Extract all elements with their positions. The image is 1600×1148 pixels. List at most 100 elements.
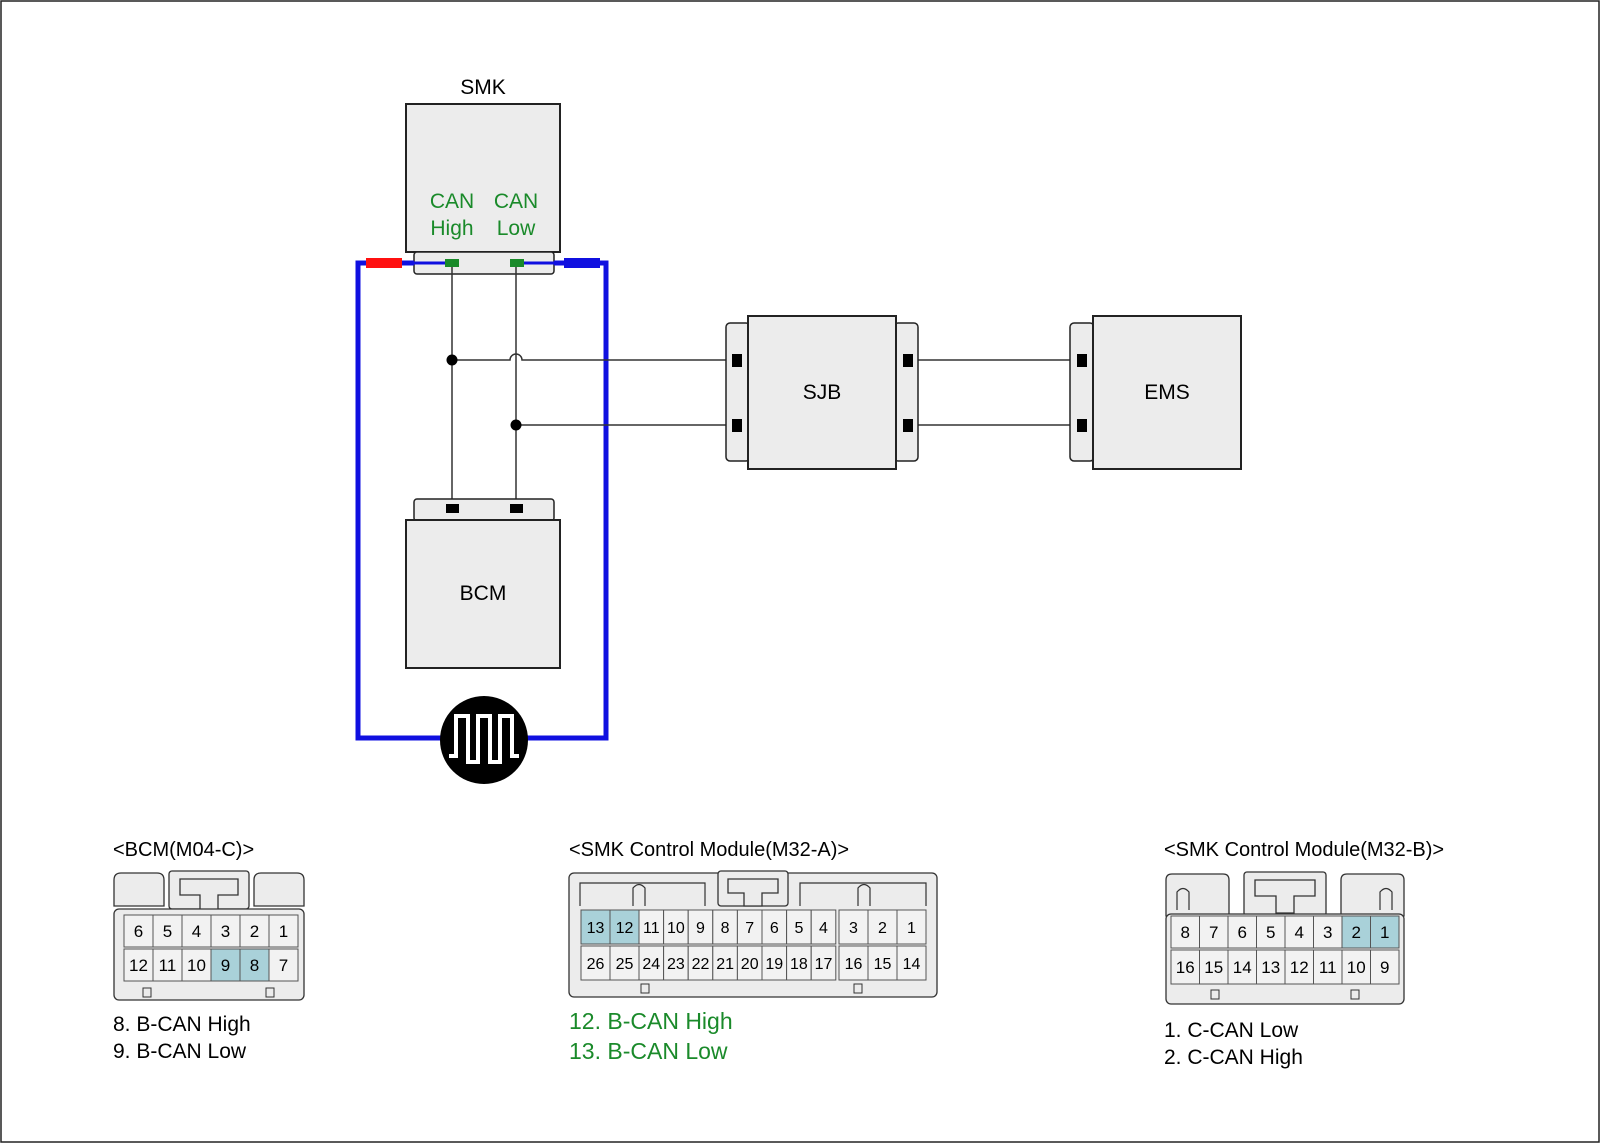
sjb-pin — [903, 354, 913, 367]
smk-a-pin-label: 17 — [815, 956, 833, 973]
smk-b-pin-label: 4 — [1295, 923, 1304, 942]
smk-a-pin-26 — [580, 945, 611, 981]
bcm-pin-label: 4 — [192, 922, 201, 941]
bcm-pin-12 — [123, 948, 154, 982]
smk-b-pin-label: 1 — [1380, 923, 1389, 942]
smk-a-pin-label: 16 — [845, 956, 863, 973]
smk-a-pin-label: 14 — [903, 956, 921, 973]
bcm-label: BCM — [460, 582, 507, 605]
wire-high-to-sjb — [452, 353, 738, 361]
smk-a-pin-11 — [638, 909, 665, 945]
smk-a-pin-label: 24 — [642, 956, 660, 973]
smk-b-pin-label: 5 — [1266, 923, 1275, 942]
smk-body — [405, 103, 561, 253]
smk-pin-can-low — [510, 259, 524, 267]
smk-a-pin-label: 18 — [790, 956, 808, 973]
smk-b-pin-9 — [1370, 949, 1400, 985]
smk-a-connector-title: <SMK Control Module(M32-A)> — [569, 839, 849, 861]
sjb-module: SJB — [725, 315, 919, 470]
splice-low — [510, 419, 522, 431]
smk-a-pin-label: 8 — [721, 920, 730, 937]
smk-a-pin-label: 19 — [765, 956, 783, 973]
bcm-pin-label: 3 — [221, 922, 230, 941]
sjb-pin — [732, 419, 742, 432]
smk-a-pin-label: 2 — [878, 920, 887, 937]
smk-a-pin-9 — [687, 909, 714, 945]
ems-body — [1092, 315, 1242, 470]
smk-a-note-2: 13. B-CAN Low — [569, 1038, 728, 1064]
sjb-connector-left — [725, 322, 751, 462]
smk-b-pin-15 — [1199, 949, 1229, 985]
bcm-pin — [510, 504, 523, 513]
bcm-body — [405, 519, 561, 669]
smk-a-pin-24 — [638, 945, 665, 981]
bcm-pin-label: 10 — [187, 956, 206, 975]
smk-b-connector-title: <SMK Control Module(M32-B)> — [1164, 839, 1444, 861]
smk-a-pin-label: 7 — [745, 920, 754, 937]
ems-label: EMS — [1144, 381, 1190, 404]
splice-high — [446, 354, 458, 366]
smk-a-pin-label: 3 — [849, 920, 858, 937]
ems-connector — [1069, 322, 1095, 462]
smk-a-note-1: 12. B-CAN High — [569, 1008, 733, 1034]
bcm-pin-4 — [181, 914, 212, 948]
ems-pin — [1077, 354, 1087, 367]
smk-b-pin-16 — [1170, 949, 1200, 985]
smk-a-pin-10 — [663, 909, 689, 945]
smk-b-pin-label: 16 — [1176, 958, 1195, 977]
can-high-terminal — [366, 258, 402, 268]
bcm-pin-7 — [268, 948, 299, 982]
smk-title: SMK — [460, 76, 506, 99]
smk-b-pin-label: 13 — [1261, 958, 1280, 977]
smk-a-pin-label: 13 — [587, 920, 605, 937]
sjb-pin — [903, 419, 913, 432]
smk-a-pin-label: 20 — [741, 956, 759, 973]
bcm-pin-label: 2 — [250, 922, 259, 941]
smk-b-pin-label: 7 — [1209, 923, 1218, 942]
smk-a-pin-21 — [712, 945, 738, 981]
bcm-pin-label: 11 — [159, 956, 177, 975]
bcm-note-2: 9. B-CAN Low — [113, 1040, 247, 1063]
bcm-connector-title: <BCM(M04-C)> — [113, 839, 254, 861]
smk-a-pin-1 — [896, 909, 927, 945]
bcm-pin-1 — [268, 914, 299, 948]
smk-a-pin-label: 25 — [616, 956, 634, 973]
bcm-pin — [446, 504, 459, 513]
smk-b-pin-label: 10 — [1347, 958, 1366, 977]
smk-b-pin-1 — [1370, 915, 1400, 949]
sjb-body — [747, 315, 897, 470]
smk-a-pin-17 — [810, 945, 837, 981]
sjb-pin — [732, 354, 742, 367]
bcm-pin-label: 5 — [163, 922, 172, 941]
can-low-terminal — [564, 258, 600, 268]
smk-b-note-1: 1. C-CAN Low — [1164, 1019, 1299, 1042]
smk-module: SMK CAN High CAN Low — [405, 76, 561, 275]
c-can-bus-loop — [355, 258, 609, 741]
bcm-pin-8 — [239, 948, 270, 982]
bcm-pin-label: 9 — [221, 956, 230, 975]
smk-a-pin-19 — [761, 945, 788, 981]
smk-pin-can-high — [445, 259, 459, 267]
bcm-pin-label: 7 — [279, 956, 288, 975]
smk-a-pin-label: 1 — [907, 920, 916, 937]
bcm-pin-9 — [210, 948, 241, 982]
smk-a-pin-label: 22 — [692, 956, 710, 973]
smk-b-note-2: 2. C-CAN High — [1164, 1046, 1303, 1069]
smk-b-pin-label: 14 — [1233, 958, 1252, 977]
bcm-pin-3 — [210, 914, 241, 948]
sjb-label: SJB — [803, 381, 842, 404]
smk-a-pin-label: 10 — [667, 920, 685, 937]
bcm-pin-2 — [239, 914, 270, 948]
smk-b-pin-label: 3 — [1323, 923, 1332, 942]
ems-module: EMS — [1069, 315, 1242, 470]
smk-can-low-label-2: Low — [497, 217, 536, 240]
bcm-pin-label: 6 — [134, 922, 143, 941]
smk-b-pin-label: 9 — [1380, 958, 1389, 977]
bcm-pin-label: 8 — [250, 956, 259, 975]
